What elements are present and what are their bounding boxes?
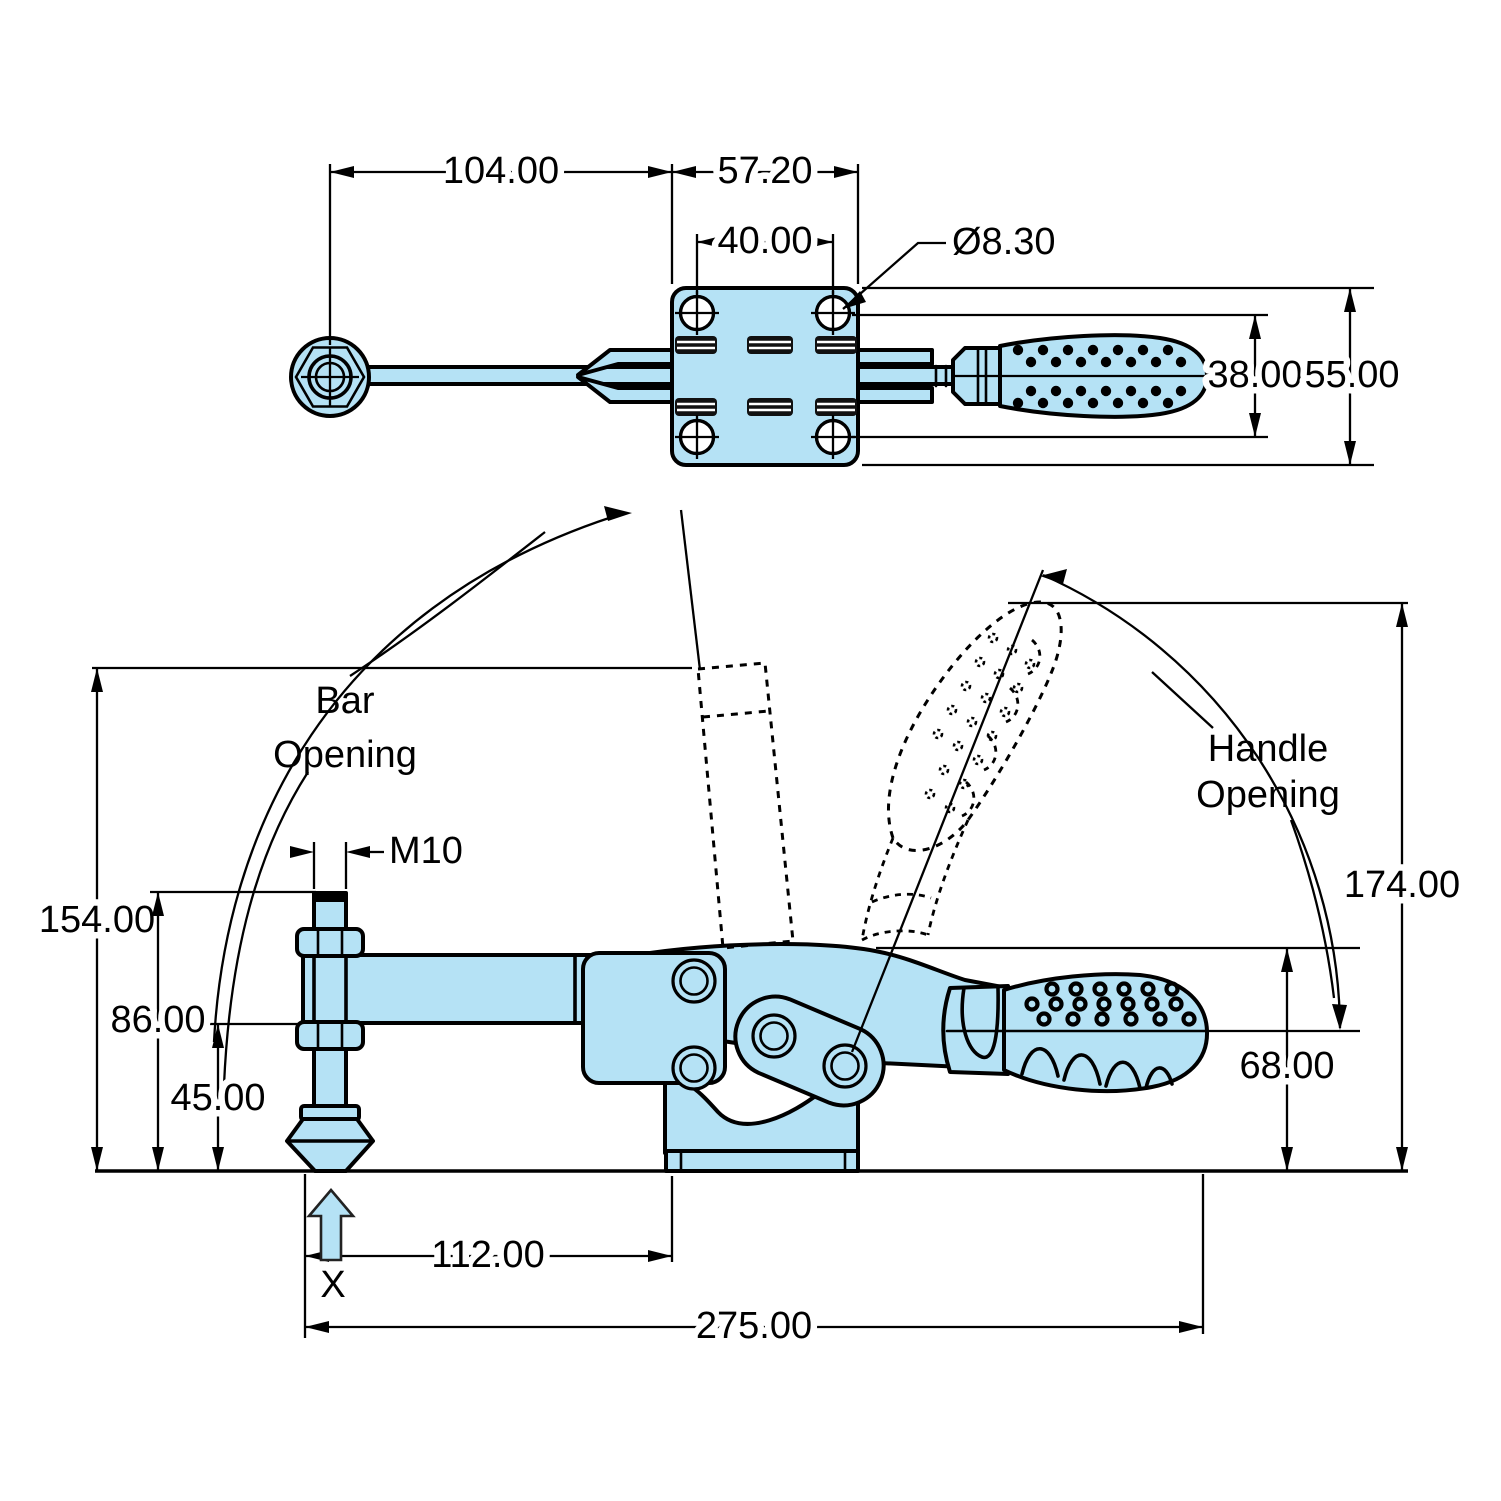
dim-86-label: 86.00: [110, 999, 205, 1041]
handle-opening-arc: [1042, 573, 1342, 1029]
grip-finger-grooves: [1020, 1046, 1174, 1090]
rivet: [671, 1045, 717, 1091]
handle-open-position: [860, 600, 1063, 942]
handle-open-centerline: [850, 569, 1045, 1053]
dim-hole-dia-label: Ø8.30: [952, 221, 1056, 263]
dim-112-label: 112.00: [431, 1234, 544, 1276]
handle-top-view: [951, 333, 1209, 419]
clamp-bar-rod-top: [364, 365, 958, 386]
dim-68-label: 68.00: [1239, 1045, 1334, 1087]
spring-washers: [675, 336, 857, 416]
bar-opening-label-line2: Opening: [273, 734, 417, 776]
mounting-holes: [675, 291, 855, 459]
bar-open-extension: [679, 509, 702, 671]
annotations: Bar Opening Handle Opening: [222, 531, 1340, 1086]
dim-174-label: 174.00: [1344, 864, 1460, 906]
handle-opening-leader: [1289, 819, 1336, 999]
rivet: [671, 958, 717, 1004]
handle-opening-label-line1: Handle: [1208, 728, 1328, 770]
rubber-foot: [285, 1104, 375, 1173]
dim-38-label: 38.00: [1207, 354, 1302, 396]
dim-55-label: 55.00: [1304, 354, 1399, 396]
mounting-plate: [670, 286, 860, 467]
grip-dots-top: [1012, 344, 1187, 409]
handle-opening-leader: [1151, 671, 1214, 729]
top-view-dimensions: 104.00 57.20 40.00 Ø8.30 38.00 55.00: [328, 144, 1406, 467]
hex-nut-lower: [295, 1020, 365, 1051]
dim-m10-label: M10: [389, 830, 463, 872]
spindle-cap: [314, 893, 346, 902]
dim-104-label: 104.00: [443, 150, 559, 192]
bar-opening-leader: [349, 531, 546, 677]
handle-opening-label-line2: Opening: [1196, 774, 1340, 816]
dim-154-label: 154.00: [39, 899, 155, 941]
top-view: 104.00 57.20 40.00 Ø8.30 38.00 55.00: [289, 144, 1406, 467]
rivet: [822, 1043, 868, 1089]
bar-open-position: [696, 661, 795, 950]
bar-opening-leader: [222, 771, 309, 1086]
force-direction-arrow: [306, 1187, 356, 1262]
hex-nut-upper: [295, 927, 365, 958]
bar-opening-label-line1: Bar: [315, 680, 374, 722]
dim-57-label: 57.20: [717, 150, 812, 192]
dim-275-label: 275.00: [696, 1305, 812, 1347]
front-view: Bar Opening Handle Opening M10: [32, 506, 1467, 1354]
pivot-end: [289, 336, 371, 418]
dim-40-label: 40.00: [717, 220, 812, 262]
grip-dots-front: [1024, 981, 1197, 1027]
front-view-dimensions: M10 154.00 86.00 45.00: [32, 601, 1467, 1354]
clamp-base: [664, 1149, 860, 1173]
rivet: [751, 1013, 797, 1059]
pressure-point-label: X: [320, 1264, 345, 1306]
dim-45-label: 45.00: [170, 1077, 265, 1119]
